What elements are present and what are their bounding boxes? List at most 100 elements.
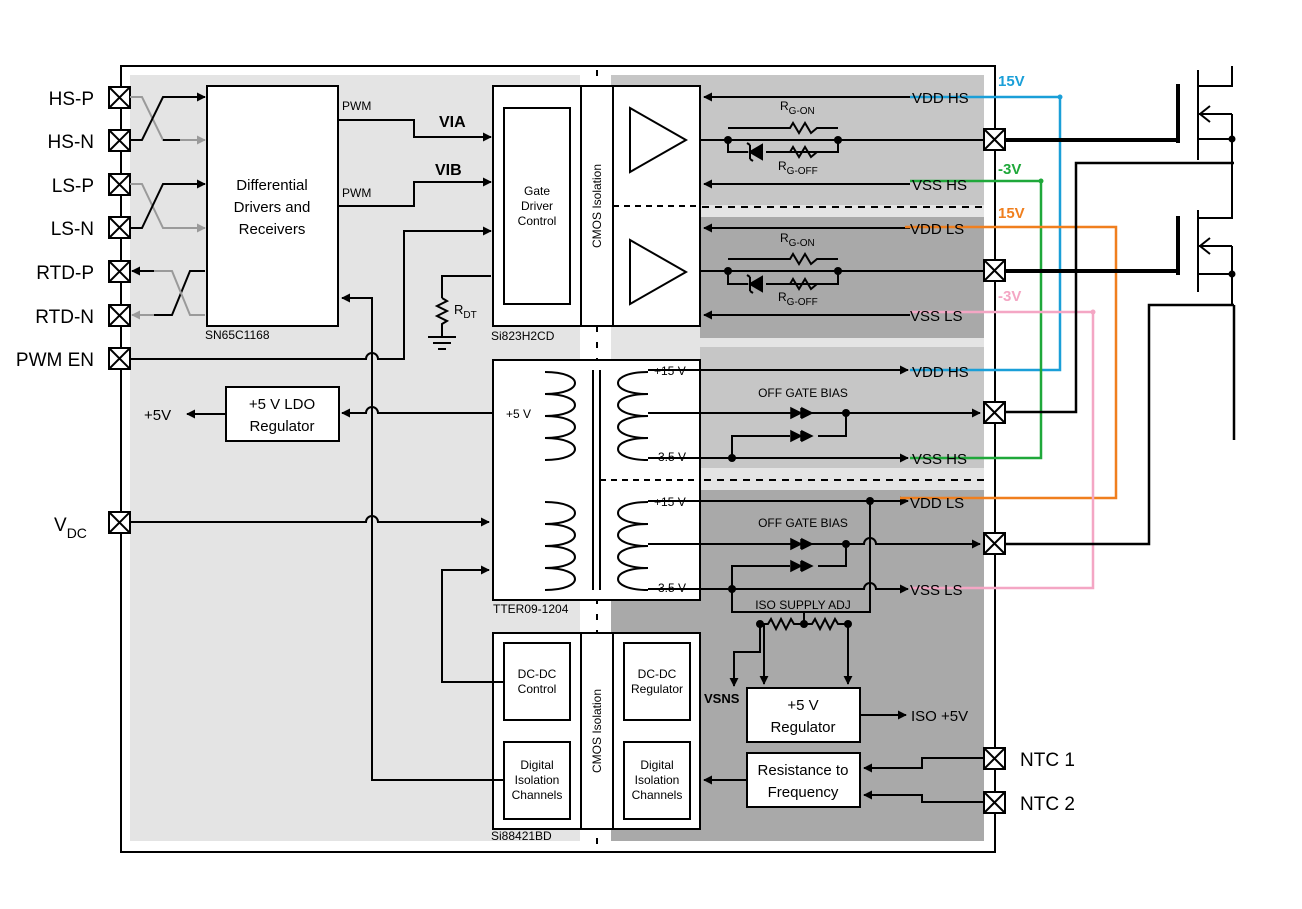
gate-ctrl-line2: Driver (521, 199, 553, 213)
wire-ntc1 (863, 757, 984, 773)
twisted-pair-hs (130, 92, 206, 145)
reg5-line1: +5 V (787, 697, 818, 714)
rail-15v-label-blue: 15V (998, 73, 1025, 90)
dcdc-regulator-line1: DC-DC (638, 667, 677, 681)
pin-ls-bias[interactable] (983, 532, 1006, 555)
hs-rg-off-resistor (789, 145, 818, 159)
rail-neg3v-label-green: -3V (998, 161, 1021, 178)
hs-rg-off-label: RG-OFF (778, 159, 818, 177)
pin-vdc[interactable] (108, 511, 131, 534)
pin-pwm-en[interactable] (108, 347, 131, 370)
iso-supply-adj-box (731, 501, 871, 613)
hs-bias-diode-2-icon (790, 429, 814, 443)
pin-hs-n[interactable] (108, 129, 131, 152)
wire-dcdc-control-feedback (441, 565, 504, 683)
dig-iso-secondary-line1: Digital (640, 758, 673, 772)
iso-5v-label: ISO +5V (911, 708, 968, 725)
via-label: VIA (439, 114, 466, 131)
vss-hs-label: VSS HS (912, 177, 967, 194)
gate-driver-control-block (503, 107, 571, 305)
wire-ls-source-return (1005, 303, 1234, 546)
vdd-hs-label: VDD HS (912, 90, 969, 107)
ls-rg-off-resistor (789, 277, 818, 291)
vss-ls-label: VSS LS (910, 308, 963, 325)
pin-label-vdc: VDC (54, 515, 87, 541)
rtf-line1: Resistance to (758, 762, 849, 779)
pin-ls-n[interactable] (108, 216, 131, 239)
dig-iso-secondary-line3: Channels (632, 788, 683, 802)
pin-ntc2[interactable] (983, 791, 1006, 814)
hs-off-gate-bias-network (731, 413, 847, 458)
vss-ls-label-2: VSS LS (910, 582, 963, 599)
rail-vdd-ls-orange (900, 225, 1118, 500)
vdd-ls-label-2: VDD LS (910, 495, 964, 512)
pin-label-ntc1: NTC 1 (1020, 750, 1075, 771)
wire-rdt (441, 275, 491, 298)
pin-hs-gate[interactable] (983, 128, 1006, 151)
dig-iso-secondary-line2: Isolation (635, 773, 680, 787)
plus5v-regulator-block (746, 687, 861, 743)
pin-rtd-p[interactable] (108, 260, 131, 283)
digital-isolation-secondary-block (623, 741, 691, 820)
pin-label-ls-n: LS-N (51, 219, 94, 240)
dcdc-control-line2: Control (518, 682, 557, 696)
hs-driver-amplifier-icon (629, 106, 689, 174)
rail-vdd-hs-blue (910, 95, 1062, 372)
pin-label-rtd-p: RTD-P (36, 263, 94, 284)
rail-15v-label-orange: 15V (998, 205, 1025, 222)
secondary-coil-ls-icon (617, 501, 649, 591)
transformer-input-5v: +5 V (506, 407, 531, 421)
vss-hs-label-2: VSS HS (912, 451, 967, 468)
pin-rtd-n[interactable] (108, 304, 131, 327)
hs-bias-diode-1-icon (790, 406, 814, 420)
pin-label-hs-n: HS-N (48, 132, 94, 153)
pin-label-ntc2: NTC 2 (1020, 794, 1075, 815)
pin-label-hs-p: HS-P (49, 89, 94, 110)
ls-rg-off-label: RG-OFF (778, 290, 818, 308)
wire-ntc2 (863, 790, 984, 803)
dig-iso-primary-line3: Channels (512, 788, 563, 802)
rail-vss-ls-pink (910, 310, 1095, 590)
wire-5v-to-ldo (341, 406, 493, 418)
transceiver-part-number: SN65C1168 (205, 328, 270, 342)
gate-ctrl-line1: Gate (524, 184, 550, 198)
pin-label-rtd-n: RTD-N (35, 307, 94, 328)
pin-hs-p[interactable] (108, 86, 131, 109)
rdt-label: RDT (454, 302, 477, 321)
external-mosfet-hs (1005, 66, 1236, 190)
pin-ls-p[interactable] (108, 173, 131, 196)
ldo-line2: Regulator (249, 418, 314, 435)
pin-hs-bias[interactable] (983, 401, 1006, 424)
rail-vss-hs-green (910, 179, 1043, 460)
vdd-ls-label: VDD LS (910, 221, 964, 238)
hs-rg-on-label: RG-ON (780, 99, 815, 117)
hs-zener-diode-icon (746, 142, 763, 162)
ls-rg-on-label: RG-ON (780, 231, 815, 249)
ls-bias-diode-2-icon (790, 559, 814, 573)
digital-isolation-primary-block (503, 741, 571, 820)
pwm-label-2: PWM (342, 186, 371, 200)
primary-coil-hs-icon (544, 371, 576, 461)
ls-gate-region (700, 217, 984, 338)
pin-label-pwm-en: PWM EN (16, 350, 94, 371)
wire-pwm-en (130, 226, 492, 360)
twisted-pair-ls (130, 179, 206, 233)
ls-off-gate-bias-network (731, 544, 847, 589)
vdd-hs-label-2: VDD HS (912, 364, 969, 381)
transceiver-block (206, 85, 339, 327)
pin-ntc1[interactable] (983, 747, 1006, 770)
cmos-isolation-label-2: CMOS Isolation (590, 689, 604, 773)
ls-bias-diode-1-icon (790, 537, 814, 551)
pin-label-ls-p: LS-P (52, 176, 94, 197)
isolator-part-number: Si88421BD (491, 829, 552, 843)
rtf-line2: Frequency (768, 784, 839, 801)
rdt-ground-icon (428, 336, 456, 350)
transformer-part-number: TTER09-1204 (493, 602, 569, 616)
transceiver-title-line2: Drivers and (234, 199, 311, 216)
dig-iso-primary-line1: Digital (520, 758, 553, 772)
external-mosfet-ls (1005, 190, 1236, 305)
pin-ls-gate[interactable] (983, 259, 1006, 282)
ldo-output-label: +5V (144, 407, 171, 424)
dig-iso-primary-line2: Isolation (515, 773, 560, 787)
